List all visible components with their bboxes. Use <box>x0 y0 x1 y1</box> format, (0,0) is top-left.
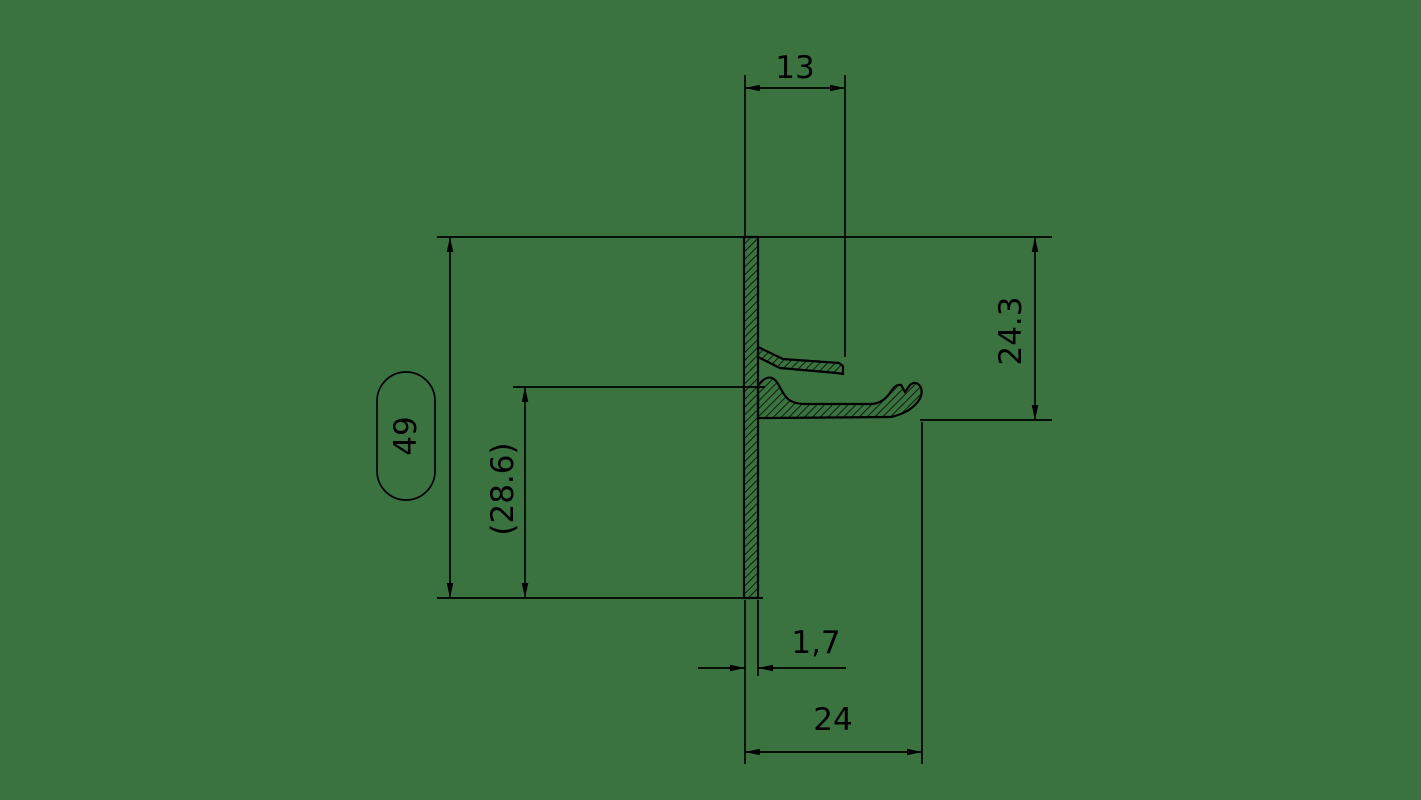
dimension-bottom-width: 24 <box>745 422 923 764</box>
profile-upper-flange <box>756 345 845 376</box>
profile-section <box>742 235 923 600</box>
dimension-label-overall-height: 49 <box>388 416 424 455</box>
dimension-right-height: 24.3 <box>920 237 1052 421</box>
dimension-label-wall-thickness: 1,7 <box>791 625 840 661</box>
dimension-label-inner-height: (28.6) <box>485 442 521 535</box>
profile-lower-flange-hook <box>756 376 923 420</box>
profile-web <box>742 235 760 600</box>
dimension-label-bottom-width: 24 <box>813 702 852 738</box>
dimension-inner-height: (28.6) <box>485 386 765 598</box>
dimension-label-right-height: 24.3 <box>993 296 1029 365</box>
dimension-top-width: 13 <box>744 50 846 357</box>
dimension-wall-thickness: 1,7 <box>698 600 846 764</box>
dimension-label-top-width: 13 <box>775 50 814 86</box>
raw-dimension-frame <box>376 371 436 501</box>
dimension-overall-height: 49 <box>376 237 454 598</box>
